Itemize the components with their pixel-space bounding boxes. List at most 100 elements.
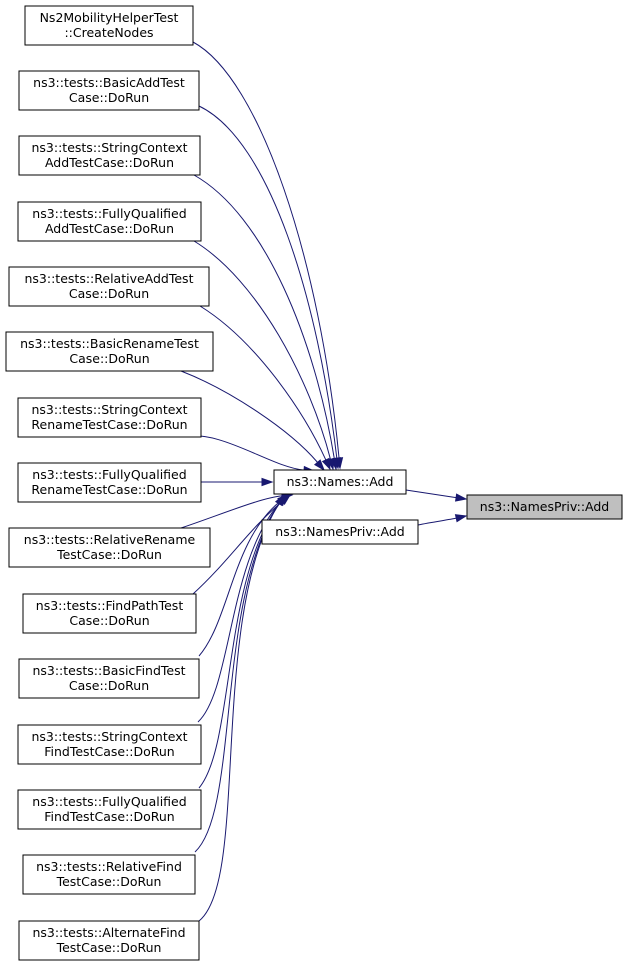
edge-n7-to-names-add (201, 477, 274, 487)
node-label-line: Case::DoRun (69, 286, 149, 301)
edge-line (192, 41, 340, 459)
edge-line (180, 370, 318, 463)
node-label-line: AddTestCase::DoRun (45, 155, 174, 170)
node-label-line: AddTestCase::DoRun (45, 221, 174, 236)
node-label-line: Case::DoRun (69, 613, 149, 628)
node-label-line: TestCase::DoRun (56, 874, 162, 889)
node-label-line: Ns2MobilityHelperTest (40, 10, 179, 25)
node-n7[interactable]: ns3::tests::FullyQualifiedRenameTestCase… (17, 462, 202, 503)
edge-line (193, 240, 331, 460)
node-n0[interactable]: Ns2MobilityHelperTest::CreateNodes (24, 5, 194, 46)
node-box (261, 519, 419, 545)
node-label-line: RenameTestCase::DoRun (31, 482, 187, 497)
node-n12[interactable]: ns3::tests::FullyQualifiedFindTestCase::… (17, 789, 202, 830)
arrowhead-icon (313, 459, 325, 472)
edge-line (417, 517, 457, 526)
edge-n4-to-names-add (199, 305, 331, 471)
node-label-line: RenameTestCase::DoRun (31, 417, 187, 432)
node-label-line: ns3::tests::StringContext (31, 140, 187, 155)
node-label-line: FindTestCase::DoRun (44, 744, 174, 759)
node-box (17, 462, 202, 503)
edge-n14-to-names-add (198, 493, 285, 922)
edge-namespriv-add-caller-to-namespriv-add-target (417, 514, 468, 526)
node-namespriv-add-caller[interactable]: ns3::NamesPriv::Add (261, 519, 419, 545)
edge-n1-to-names-add (198, 105, 341, 470)
node-box (8, 527, 211, 568)
node-box (5, 331, 214, 372)
node-n3[interactable]: ns3::tests::FullyQualifiedAddTestCase::D… (17, 201, 202, 242)
node-label-line: ns3::tests::RelativeFind (36, 859, 182, 874)
arrowhead-icon (274, 493, 285, 507)
node-n11[interactable]: ns3::tests::StringContextFindTestCase::D… (17, 724, 202, 765)
node-box (17, 397, 202, 438)
node-label-line: TestCase::DoRun (56, 940, 162, 955)
edge-line (199, 305, 327, 461)
node-label-line: ns3::tests::BasicAddTest (33, 75, 185, 90)
node-names-add[interactable]: ns3::Names::Add (273, 469, 407, 495)
node-label-line: ns3::tests::FullyQualified (32, 206, 186, 221)
node-label-line: ns3::tests::BasicFindTest (32, 663, 185, 678)
node-label-line: ns3::tests::FindPathTest (36, 598, 184, 613)
edge-line (198, 503, 280, 922)
node-box (8, 266, 210, 307)
arrowhead-icon (321, 457, 331, 471)
node-label-line: ns3::tests::FullyQualified (32, 794, 186, 809)
node-box (273, 469, 407, 495)
edge-n2-to-names-add (193, 174, 339, 471)
node-label-line: TestCase::DoRun (56, 547, 162, 562)
node-box (466, 494, 623, 520)
node-box (18, 135, 201, 176)
edges-layer (180, 41, 468, 922)
edge-line (198, 500, 281, 657)
edge-names-add-to-namespriv-add-target (405, 489, 468, 502)
node-label-line: ns3::tests::RelativeAddTest (25, 271, 194, 286)
edge-line (405, 489, 457, 499)
nodes-layer: Ns2MobilityHelperTest::CreateNodesns3::t… (5, 5, 623, 961)
edge-n0-to-names-add (192, 41, 344, 470)
arrowhead-icon (454, 514, 468, 523)
node-label-line: ns3::tests::AlternateFind (32, 925, 185, 940)
edge-line (198, 502, 281, 789)
node-label-line: ns3::tests::BasicRenameTest (20, 336, 199, 351)
node-label-line: ns3::tests::FullyQualified (32, 467, 186, 482)
arrowhead-icon (455, 493, 468, 502)
edge-n5-to-names-add (180, 370, 325, 472)
node-label-line: ns3::tests::StringContext (31, 729, 187, 744)
node-namespriv-add-target[interactable]: ns3::NamesPriv::Add (466, 494, 623, 520)
node-label-line: FindTestCase::DoRun (44, 809, 174, 824)
node-label-line: Case::DoRun (69, 351, 149, 366)
node-label-line: ns3::Names::Add (287, 474, 394, 489)
edge-line (198, 105, 338, 459)
node-box (22, 854, 196, 895)
edge-line (193, 174, 335, 460)
node-box (24, 5, 194, 46)
node-box (22, 593, 197, 634)
node-box (17, 724, 202, 765)
node-box (18, 658, 200, 699)
node-label-line: ns3::tests::RelativeRename (24, 532, 196, 547)
node-label-line: ns3::NamesPriv::Add (480, 499, 609, 514)
node-box (17, 789, 202, 830)
edge-line (180, 495, 283, 529)
node-label-line: Case::DoRun (69, 678, 149, 693)
node-n8[interactable]: ns3::tests::RelativeRenameTestCase::DoRu… (8, 527, 211, 568)
arrowhead-icon (261, 477, 274, 487)
edge-line (194, 503, 280, 853)
node-label-line: ::CreateNodes (64, 25, 153, 40)
node-box (18, 70, 200, 111)
edge-line (192, 501, 283, 595)
node-label-line: ns3::NamesPriv::Add (275, 524, 404, 539)
node-label-line: ns3::tests::StringContext (31, 402, 187, 417)
node-n6[interactable]: ns3::tests::StringContextRenameTestCase:… (17, 397, 202, 438)
node-n2[interactable]: ns3::tests::StringContextAddTestCase::Do… (18, 135, 201, 176)
node-label-line: Case::DoRun (69, 90, 149, 105)
node-box (17, 201, 202, 242)
